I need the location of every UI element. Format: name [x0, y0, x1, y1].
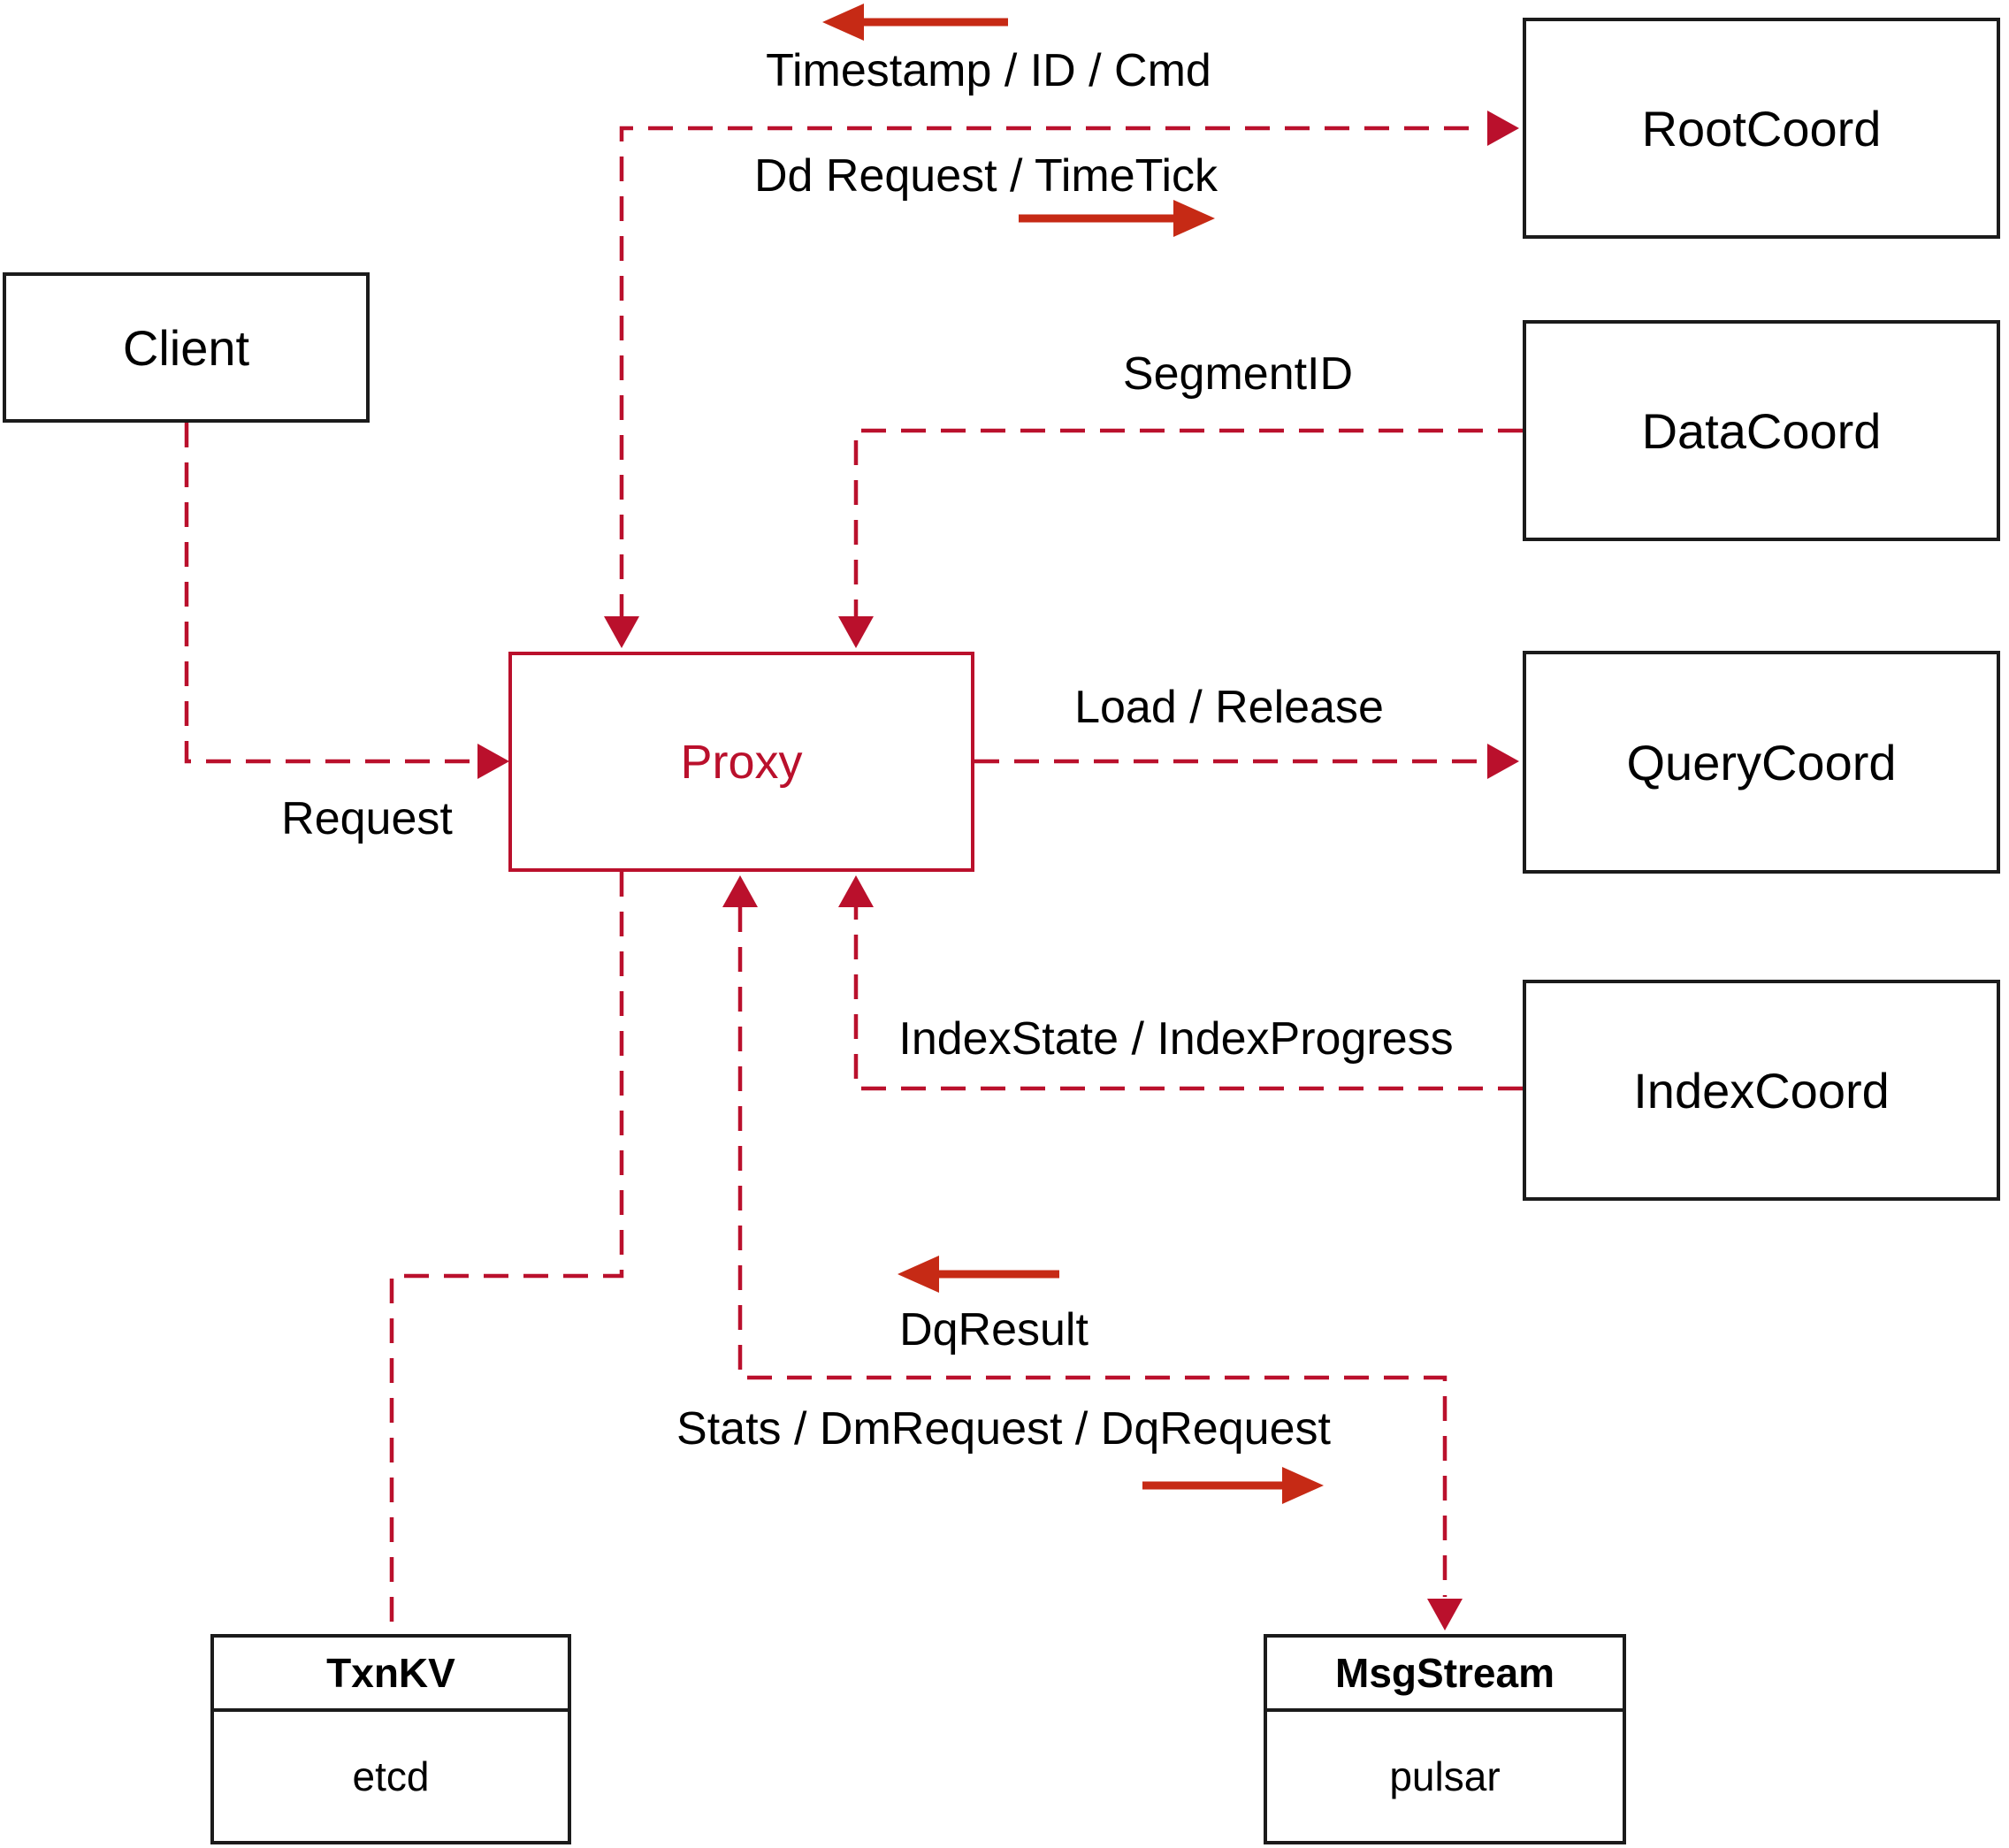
edge-label-stats-dm-dq: Stats / DmRequest / DqRequest: [676, 1403, 1331, 1455]
msgstream-title: MsgStream: [1267, 1638, 1623, 1712]
edge-client-proxy: [184, 423, 476, 764]
arrowhead-into-querycoord: [1487, 744, 1519, 779]
txnkv-impl: etcd: [352, 1753, 430, 1799]
edge-indexcoord-proxy: [853, 907, 1523, 1091]
flow-arrow-timestamp-left: [822, 4, 1008, 41]
node-datacoord-label: DataCoord: [1641, 402, 1882, 459]
node-rootcoord: RootCoord: [1523, 18, 2000, 239]
edge-proxy-txnkv: [389, 872, 624, 1631]
txnkv-title: TxnKV: [214, 1638, 568, 1712]
flow-arrow-dqresult-left: [898, 1256, 1059, 1293]
node-rootcoord-label: RootCoord: [1641, 100, 1882, 157]
msgstream-impl: pulsar: [1389, 1753, 1501, 1799]
arrowhead-into-proxy-bottom-left: [722, 875, 758, 907]
edge-proxy-rootcoord: [619, 126, 1484, 619]
edge-label-dd-request-timetick: Dd Request / TimeTick: [753, 150, 1218, 202]
node-proxy-label: Proxy: [680, 735, 803, 789]
node-txnkv: TxnKV etcd: [210, 1634, 571, 1844]
arrowhead-into-msgstream: [1427, 1599, 1463, 1630]
arrowhead-into-proxy-bottom-right: [838, 875, 874, 907]
flow-arrow-stats-right: [1142, 1467, 1324, 1504]
node-msgstream: MsgStream pulsar: [1264, 1634, 1626, 1844]
edge-label-segment-id: SegmentID: [1122, 348, 1354, 400]
edge-label-load-release: Load / Release: [1074, 682, 1384, 733]
flow-arrow-ddrequest-right: [1019, 200, 1215, 237]
node-indexcoord: IndexCoord: [1523, 980, 2000, 1201]
edge-label-index-state-progress: IndexState / IndexProgress: [898, 1013, 1454, 1065]
edge-label-dq-result: DqResult: [899, 1304, 1089, 1355]
arrowhead-into-proxy-top-left: [604, 616, 639, 648]
node-client: Client: [3, 272, 370, 423]
edge-label-timestamp-id-cmd: Timestamp / ID / Cmd: [766, 45, 1211, 96]
arrowhead-into-rootcoord: [1487, 111, 1519, 146]
node-querycoord: QueryCoord: [1523, 651, 2000, 874]
node-datacoord: DataCoord: [1523, 320, 2000, 541]
edge-datacoord-proxy: [853, 428, 1523, 617]
node-querycoord-label: QueryCoord: [1626, 734, 1897, 790]
node-indexcoord-label: IndexCoord: [1633, 1062, 1890, 1119]
node-proxy: Proxy: [508, 652, 974, 872]
node-client-label: Client: [122, 319, 250, 376]
arrowhead-into-proxy-top-right: [838, 616, 874, 648]
edge-label-request: Request: [281, 793, 453, 844]
arrowhead-into-proxy-left: [477, 744, 509, 779]
edge-proxy-msgstream: [737, 907, 1448, 1597]
